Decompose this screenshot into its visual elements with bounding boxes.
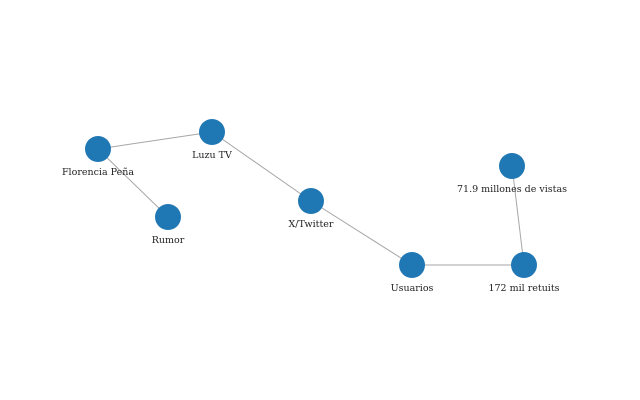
node-label-luzu: Luzu TV xyxy=(192,150,232,161)
node-label-usuarios: Usuarios xyxy=(391,283,434,294)
node-label-vistas: 71.9 millones de vistas xyxy=(457,184,567,195)
node-label-retuits: 172 mil retuits xyxy=(488,283,559,294)
labels-layer: Florencia Peña Luzu TV Rumor X/TwitterUsuar… xyxy=(62,150,567,294)
edge-luzu-twitter xyxy=(211,131,312,202)
edge-twitter-usuarios xyxy=(310,200,413,266)
node-label-florencia: Florencia Peña xyxy=(62,167,134,178)
node-twitter[interactable] xyxy=(298,188,324,214)
node-rumor[interactable] xyxy=(155,204,181,230)
edge-florencia-luzu xyxy=(97,131,213,150)
edges-layer xyxy=(97,131,525,266)
node-label-rumor: Rumor xyxy=(152,235,185,246)
node-vistas[interactable] xyxy=(499,153,525,179)
nodes-layer xyxy=(85,119,537,278)
node-label-twitter: X/Twitter xyxy=(289,219,334,230)
node-usuarios[interactable] xyxy=(399,252,425,278)
node-luzu[interactable] xyxy=(199,119,225,145)
node-florencia[interactable] xyxy=(85,136,111,162)
node-retuits[interactable] xyxy=(511,252,537,278)
edge-vistas-retuits xyxy=(511,165,525,266)
edge-florencia-rumor xyxy=(97,148,169,218)
